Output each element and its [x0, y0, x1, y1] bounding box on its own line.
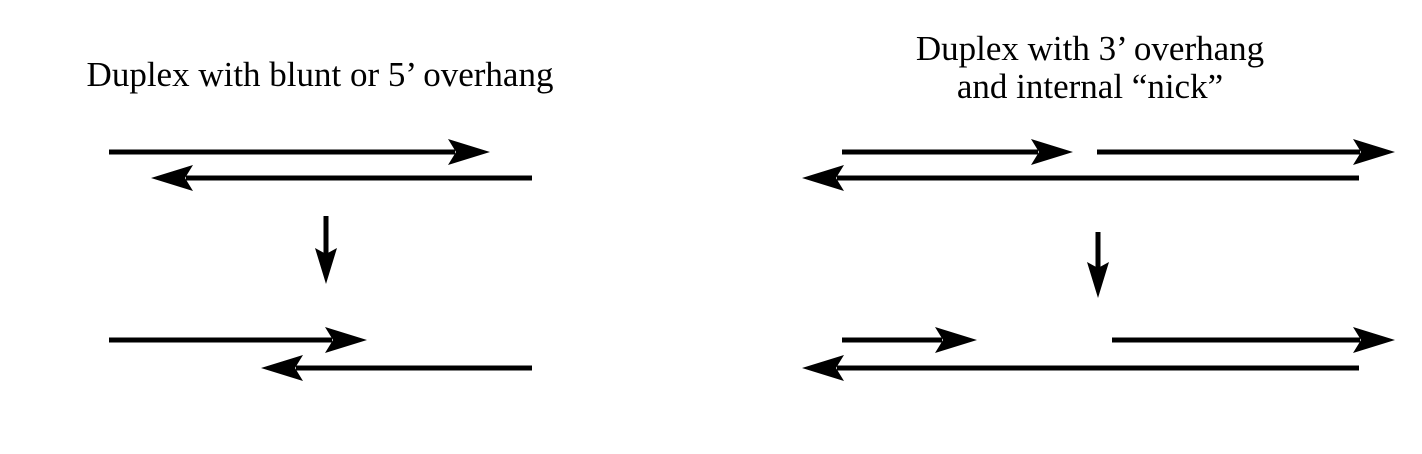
strand-bottom-before-right	[802, 165, 1359, 191]
process-arrow-down-icon	[315, 216, 337, 284]
panel-title-left-line-1: Duplex with blunt or 5’ overhang	[86, 55, 554, 94]
process-arrow-down-icon-right	[1087, 232, 1109, 298]
panel-title-right-line-1: Duplex with 3’ overhang	[915, 29, 1265, 68]
panel-title-right: Duplex with 3’ overhang and internal “ni…	[770, 30, 1410, 106]
strand-top-before	[109, 139, 490, 165]
panel-blunt-5-overhang: Duplex with blunt or 5’ overhang	[20, 56, 620, 381]
strand-bottom-after	[261, 355, 532, 381]
duplex-diagram-right	[802, 139, 1395, 381]
duplex-diagram-left	[109, 139, 532, 381]
panel-title-right-line-2: and internal “nick”	[956, 67, 1224, 106]
strand-top-right-after	[1112, 327, 1395, 353]
strand-top-left-after	[842, 327, 977, 353]
strand-top-right-before	[1097, 139, 1395, 165]
strand-top-left-before	[842, 139, 1073, 165]
strand-bottom-before	[151, 165, 532, 191]
strand-bottom-after-right	[802, 355, 1359, 381]
panel-title-left: Duplex with blunt or 5’ overhang	[20, 56, 620, 94]
strand-top-after	[109, 327, 367, 353]
panel-3-overhang-nick: Duplex with 3’ overhang and internal “ni…	[711, 0, 1422, 454]
